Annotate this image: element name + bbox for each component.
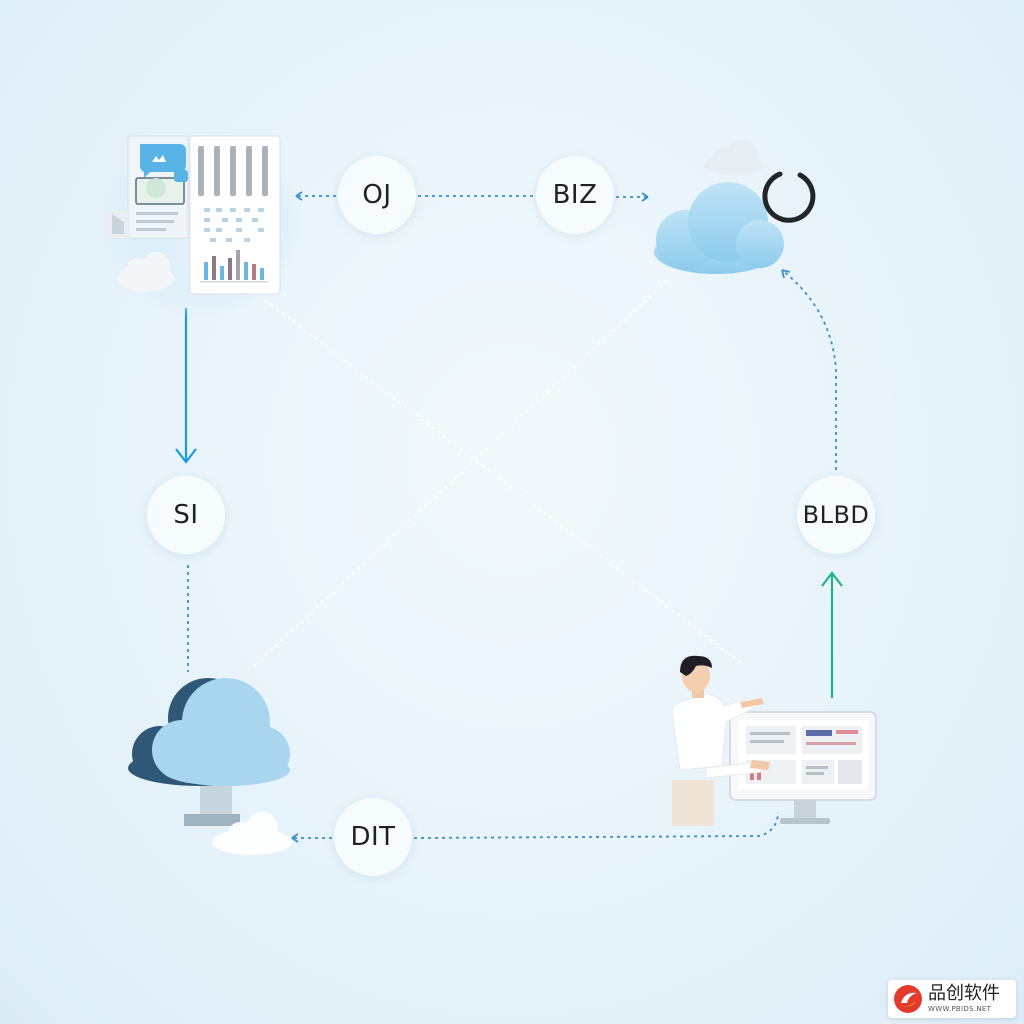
brand-logo-icon — [894, 985, 922, 1013]
connector-blbd-to-cloud — [781, 269, 837, 470]
loading-ring-icon — [762, 171, 816, 223]
watermark: 品创软件 WWW.PBIDS.NET — [888, 980, 1016, 1018]
node-si[interactable]: SI — [147, 476, 225, 554]
bottom-connectors — [291, 811, 779, 843]
cloud-icon — [654, 139, 784, 274]
watermark-url: WWW.PBIDS.NET — [928, 1005, 992, 1013]
node-oj[interactable]: OJ — [338, 156, 416, 234]
dashboard-report-icon — [104, 135, 295, 310]
cloud-server-icon — [128, 678, 292, 855]
node-biz[interactable]: BIZ — [536, 156, 614, 234]
node-blbd[interactable]: BLBD — [797, 476, 875, 554]
person-at-monitor-icon — [671, 655, 877, 826]
watermark-brand: 品创软件 — [928, 983, 1000, 1004]
arrow-dashboard-to-si — [175, 308, 197, 464]
node-dit[interactable]: DIT — [334, 798, 412, 876]
diagonal-connectors — [254, 279, 741, 666]
arrow-person-to-blbd — [821, 571, 843, 698]
top-connectors — [295, 191, 649, 202]
